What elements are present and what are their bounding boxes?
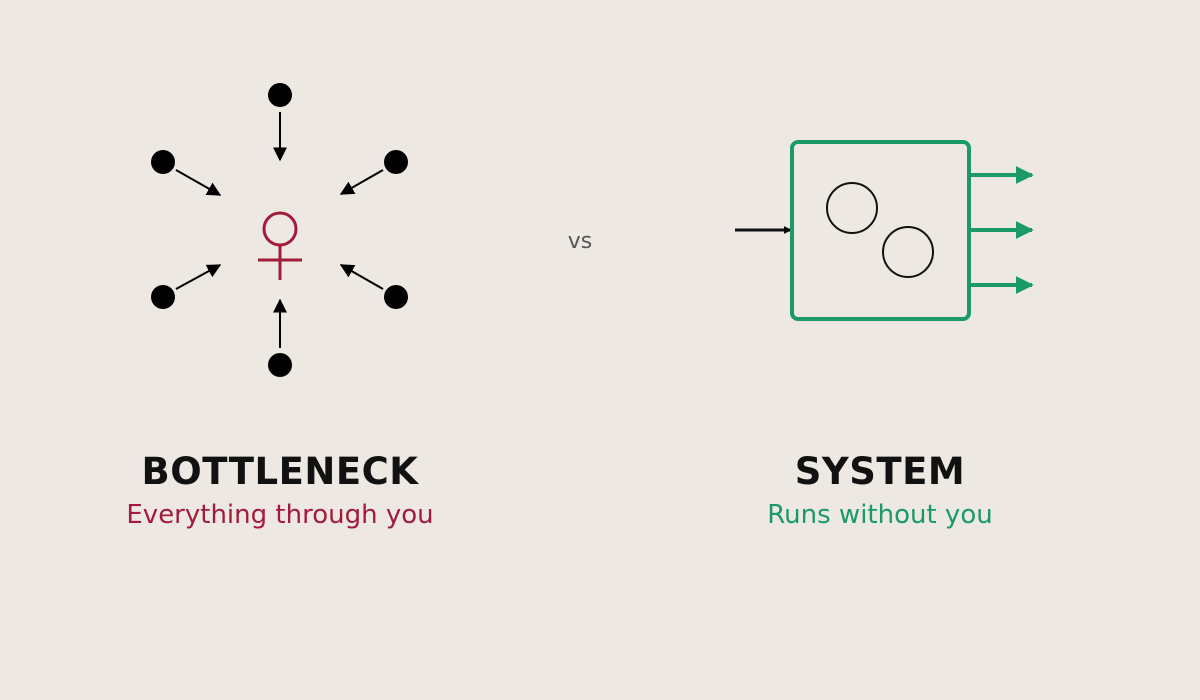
system-title: SYSTEM [794,450,966,493]
system-gear-1 [826,182,878,234]
system-box [790,140,971,321]
node-top-left [151,150,175,174]
node-bottom [268,353,292,377]
node-top [268,83,292,107]
node-bottom-right [384,285,408,309]
bottleneck-title: BOTTLENECK [141,450,419,493]
arrow-from-bottom-left [175,264,222,290]
arrow-from-top-left [175,169,222,196]
bottleneck-subtitle: Everything through you [126,500,434,530]
node-top-right [384,150,408,174]
person-symbol-icon [258,211,302,280]
system-gear-2 [882,226,934,278]
arrow-from-bottom-right [339,264,384,290]
node-bottom-left [151,285,175,309]
system-subtitle: Runs without you [767,500,993,530]
arrow-from-top-right [339,169,384,195]
bottleneck-diagram [151,83,408,377]
vs-label: vs [567,229,593,254]
system-diagram [735,140,1034,321]
